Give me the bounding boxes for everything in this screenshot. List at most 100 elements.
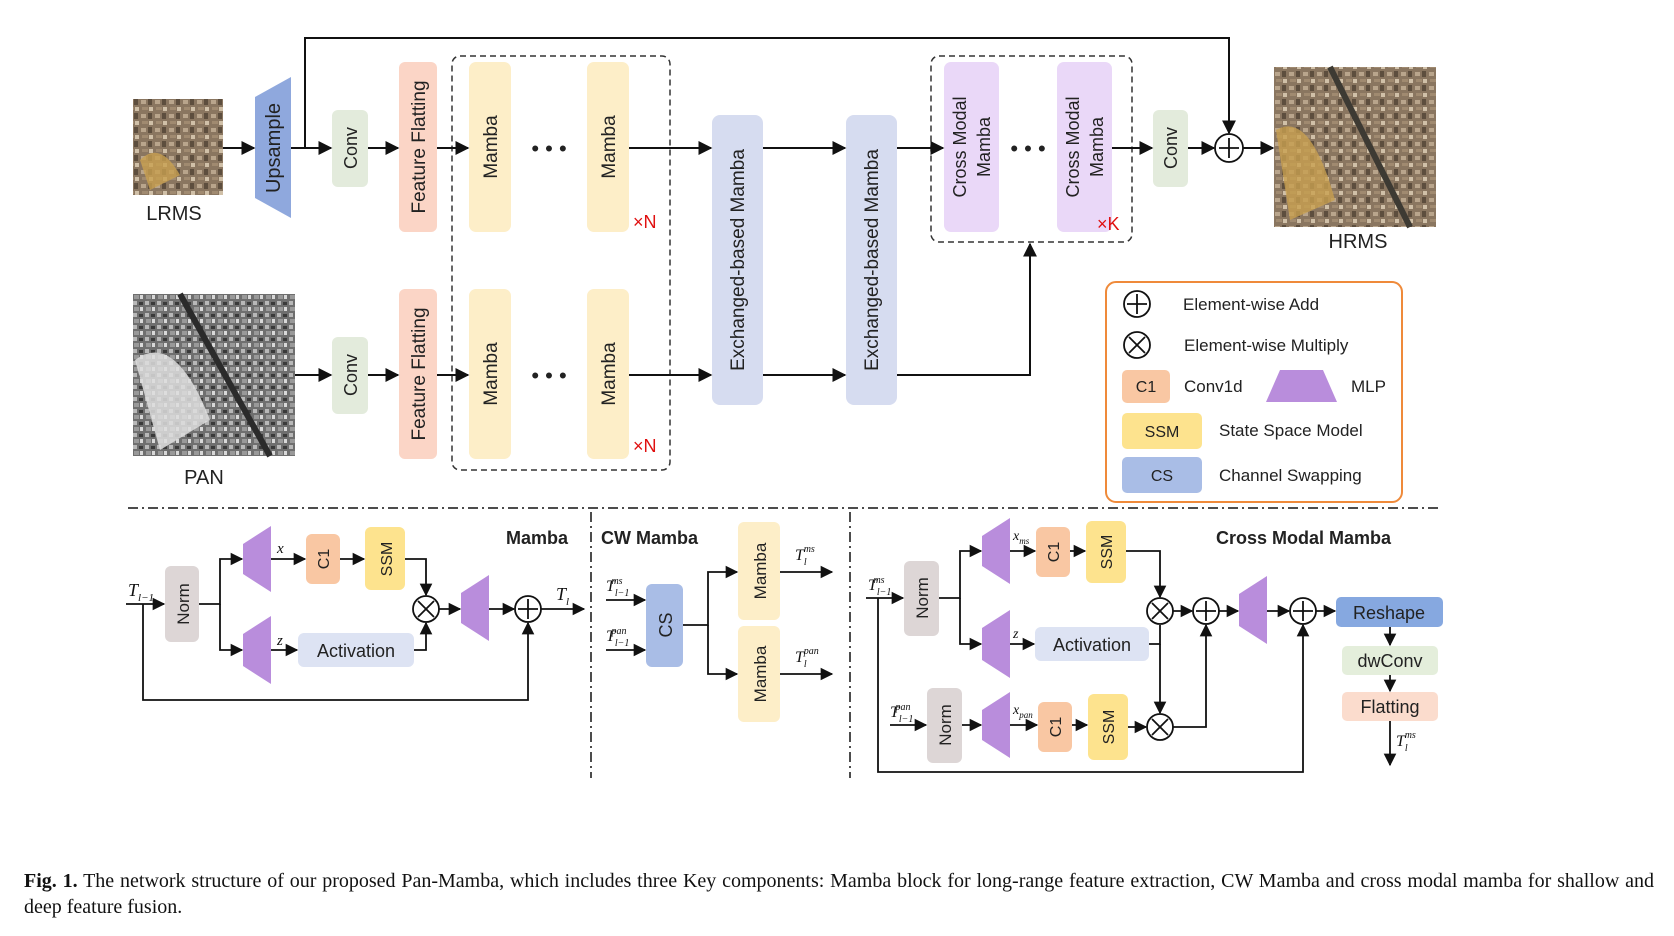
cmm-var-x-ms: xms xyxy=(1012,529,1030,546)
mamba-c1 xyxy=(306,534,340,584)
cmm-connectors xyxy=(866,544,1397,773)
cmm-c1-pan xyxy=(1038,702,1072,752)
pan-image-landmark xyxy=(135,352,210,450)
feature-flatting-pan xyxy=(399,289,437,459)
mamba-connectors xyxy=(126,552,586,701)
conv-block-final xyxy=(1153,110,1188,187)
cmm-norm-label-pan: Norm xyxy=(936,704,955,746)
upsample-label: Upsample xyxy=(263,103,285,193)
cw-cs-label: CS xyxy=(656,612,676,637)
legend-add-icon xyxy=(1123,290,1151,318)
mamba-ssm-label: SSM xyxy=(379,542,396,577)
mamba-mlp-x xyxy=(243,526,271,592)
repeat-n-pan: ×N xyxy=(633,436,657,456)
mamba-group-frame xyxy=(451,55,671,471)
mamba-mlp-out xyxy=(461,575,489,641)
network-diagram: LRMS PAN HRMS Upsample Conv Conv Feature… xyxy=(126,37,1443,778)
conv-block-pan xyxy=(332,337,368,414)
mamba-norm-label: Norm xyxy=(174,583,193,625)
cmm-ssm-label-ms: SSM xyxy=(1099,535,1116,570)
cw-output-ms: Tlms xyxy=(795,544,815,568)
cmm-input-pan: Tl−1pan xyxy=(890,702,913,725)
conv-label-ms: Conv xyxy=(341,127,361,169)
legend-ssm-tag: SSM xyxy=(1145,424,1180,441)
exchanged-mamba-label-1: Exchanged-based Mamba xyxy=(728,149,749,371)
legend-mlp-label: MLP xyxy=(1351,377,1386,396)
cmm-c1-label-ms: C1 xyxy=(1046,542,1063,563)
mamba-section-title: Mamba xyxy=(506,528,569,548)
cmm-ssm-pan xyxy=(1088,694,1128,760)
feature-flatting-label-ms: Feature Flatting xyxy=(409,80,430,213)
mamba-c1-label: C1 xyxy=(316,549,333,570)
mamba-dots-ms: • • • xyxy=(531,136,566,161)
hrms-image-landmark xyxy=(1276,126,1335,220)
cmm-section-title: Cross Modal Mamba xyxy=(1216,528,1392,548)
cmm-add-node-1 xyxy=(1192,597,1220,625)
caption-label: Fig. 1. xyxy=(24,870,78,892)
cross-modal-dots: • • • xyxy=(1010,136,1045,161)
cross-modal-label-1b: Mamba xyxy=(974,116,994,177)
cross-modal-label-2a: Cross Modal xyxy=(1063,96,1083,197)
cmm-mlp-x-pan xyxy=(982,692,1010,758)
cmm-multiply-node-bottom xyxy=(1146,713,1174,741)
top-connectors xyxy=(223,37,1275,382)
cmm-add-node-2 xyxy=(1289,597,1317,625)
conv-label-pan: Conv xyxy=(341,354,361,396)
cmm-var-x-pan: xpan xyxy=(1012,703,1033,720)
mamba-multiply-node xyxy=(412,595,440,623)
caption-text: The network structure of our proposed Pa… xyxy=(24,870,1654,918)
conv-label-final: Conv xyxy=(1161,127,1181,169)
legend-ssm-label: State Space Model xyxy=(1219,421,1363,440)
cw-connectors xyxy=(606,565,834,681)
section-separators xyxy=(128,507,1440,778)
cw-mamba-block-ms xyxy=(738,522,780,620)
mamba-label-ms-2: Mamba xyxy=(599,115,620,179)
mamba-dots-pan: • • • xyxy=(531,363,566,388)
upsample-block xyxy=(255,77,291,218)
cw-mamba-section-title: CW Mamba xyxy=(601,528,699,548)
feature-flatting-label-pan: Feature Flatting xyxy=(409,307,430,440)
lrms-image xyxy=(133,99,223,195)
cw-mamba-label-ms: Mamba xyxy=(751,542,770,599)
mamba-label-pan-1: Mamba xyxy=(481,342,502,406)
repeat-k: ×K xyxy=(1097,214,1120,234)
legend-c1-label: Conv1d xyxy=(1184,377,1243,396)
cmm-mlp-x-ms xyxy=(982,518,1010,584)
mamba-output-symbol: Tl xyxy=(556,584,569,608)
cmm-norm-ms xyxy=(904,561,939,636)
mamba-activation-label: Activation xyxy=(317,641,395,661)
cmm-multiply-node-top xyxy=(1146,597,1174,625)
mamba-label-ms-1: Mamba xyxy=(481,115,502,179)
cmm-activation-label: Activation xyxy=(1053,635,1131,655)
add-node-top xyxy=(1214,133,1244,163)
feature-flatting-ms xyxy=(399,62,437,232)
cw-input-pan: Tl−1pan xyxy=(606,626,629,649)
cmm-norm-label-ms: Norm xyxy=(913,577,932,619)
hrms-image-road xyxy=(1327,65,1413,229)
mamba-var-z: z xyxy=(276,633,283,649)
cmm-input-ms: Tl−1ms xyxy=(868,575,891,598)
cmm-reshape-label: Reshape xyxy=(1353,603,1425,623)
cmm-mlp-out xyxy=(1239,576,1267,644)
mamba-ssm xyxy=(365,527,405,590)
legend-cs-label: Channel Swapping xyxy=(1219,466,1362,485)
pan-label: PAN xyxy=(184,467,224,489)
cmm-ssm-ms xyxy=(1086,521,1126,583)
legend-c1-swatch xyxy=(1122,370,1170,403)
cmm-ssm-label-pan: SSM xyxy=(1101,710,1118,745)
exchanged-mamba-label-2: Exchanged-based Mamba xyxy=(862,149,883,371)
cmm-activation xyxy=(1035,627,1149,661)
repeat-n-ms: ×N xyxy=(633,212,657,232)
cw-input-ms: Tl−1ms xyxy=(606,576,629,599)
pan-image-road xyxy=(177,292,273,458)
cross-modal-block-1 xyxy=(944,62,999,232)
cw-cs-block xyxy=(646,584,683,667)
mamba-block-ms-2 xyxy=(587,62,629,232)
legend-add-label: Element-wise Add xyxy=(1183,295,1319,314)
cmm-flatting-label: Flatting xyxy=(1360,697,1419,717)
cmm-output-ms: Tlms xyxy=(1396,730,1416,754)
mamba-block-ms-1 xyxy=(469,62,511,232)
cmm-c1-ms xyxy=(1036,527,1070,577)
mamba-var-x: x xyxy=(276,541,284,557)
legend-multiply-icon xyxy=(1123,331,1151,359)
